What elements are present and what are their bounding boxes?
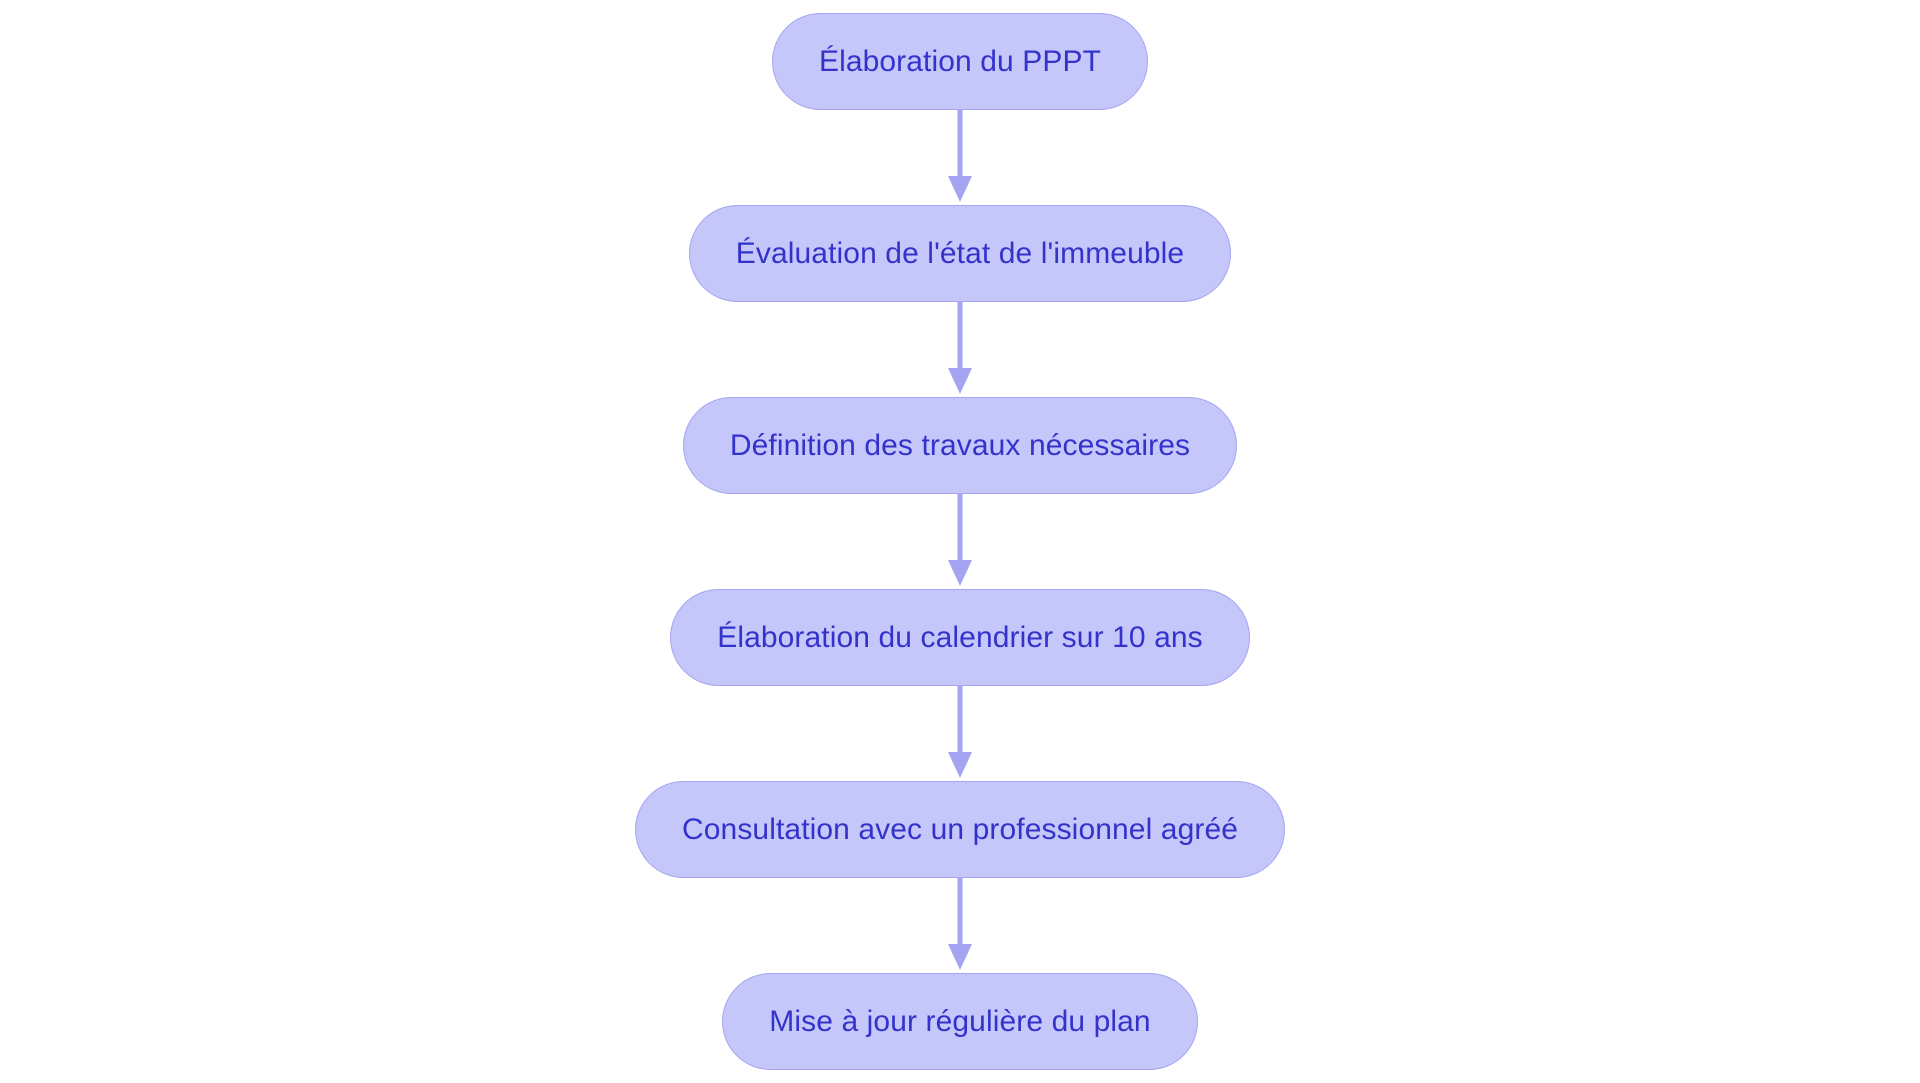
- flowchart-arrow-4: [930, 686, 990, 781]
- flowchart-node-consultation-professionnel[interactable]: Consultation avec un professionnel agréé: [634, 781, 1286, 878]
- flowchart-node-calendrier-10-ans[interactable]: Élaboration du calendrier sur 10 ans: [670, 589, 1250, 686]
- flowchart-row-5: Consultation avec un professionnel agréé: [0, 781, 1920, 878]
- flowchart-row-3: Définition des travaux nécessaires: [0, 397, 1920, 494]
- node-label: Consultation avec un professionnel agréé: [681, 812, 1239, 846]
- flowchart-arrow-1: [930, 110, 990, 205]
- node-label: Élaboration du PPPT: [818, 44, 1102, 78]
- node-label: Définition des travaux nécessaires: [729, 428, 1191, 462]
- flowchart-node-mise-a-jour-plan[interactable]: Mise à jour régulière du plan: [722, 973, 1198, 1070]
- node-label: Mise à jour régulière du plan: [769, 1004, 1151, 1038]
- flowchart-row-1: Élaboration du PPPT: [0, 13, 1920, 110]
- flowchart-arrow-3: [930, 494, 990, 589]
- flowchart-row-2: Évaluation de l'état de l'immeuble: [0, 205, 1920, 302]
- flowchart-arrow-5: [930, 878, 990, 973]
- flowchart-node-elaboration-du-pppt[interactable]: Élaboration du PPPT: [771, 13, 1149, 110]
- node-label: Élaboration du calendrier sur 10 ans: [717, 620, 1203, 654]
- flowchart-row-6: Mise à jour régulière du plan: [0, 973, 1920, 1070]
- flowchart-node-evaluation-etat-immeuble[interactable]: Évaluation de l'état de l'immeuble: [688, 205, 1232, 302]
- flowchart-arrow-2: [930, 302, 990, 397]
- flowchart-row-4: Élaboration du calendrier sur 10 ans: [0, 589, 1920, 686]
- node-label: Évaluation de l'état de l'immeuble: [735, 236, 1185, 270]
- flowchart-node-definition-travaux[interactable]: Définition des travaux nécessaires: [682, 397, 1238, 494]
